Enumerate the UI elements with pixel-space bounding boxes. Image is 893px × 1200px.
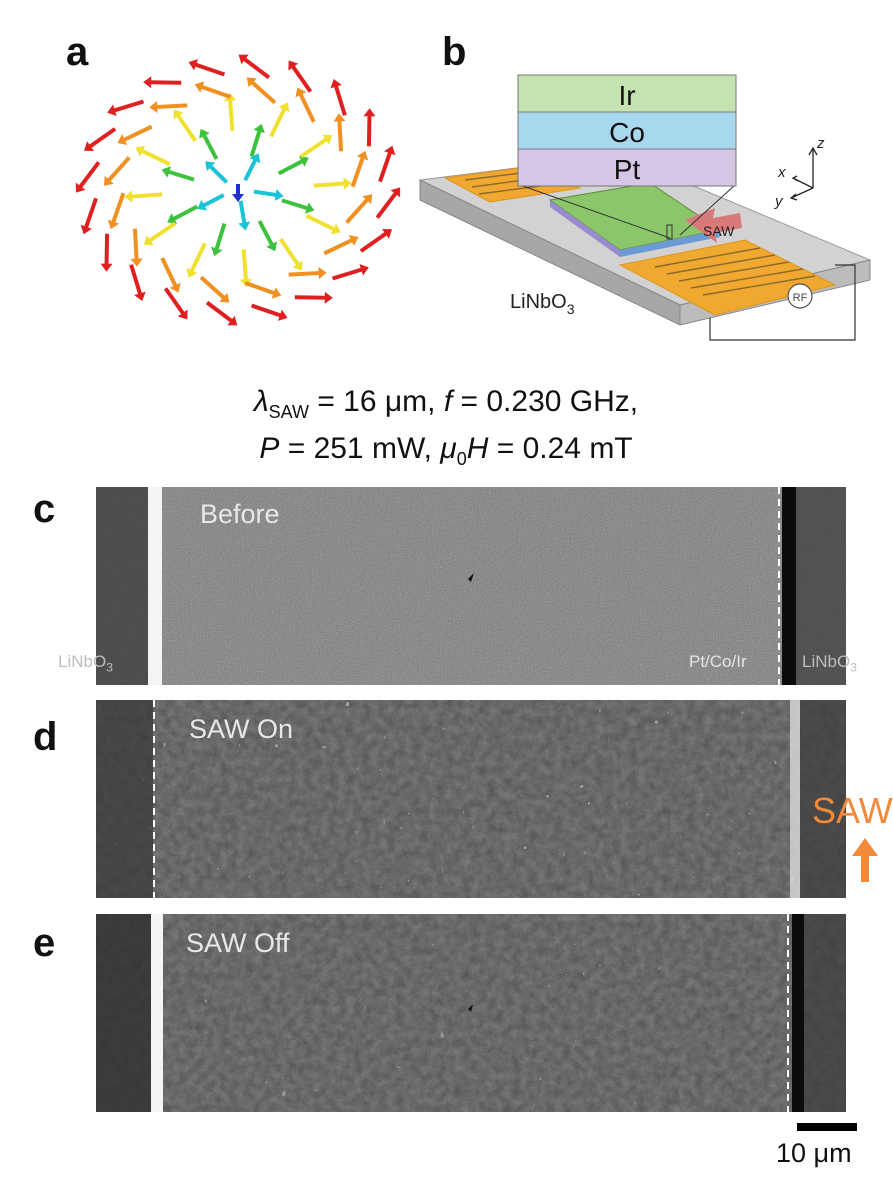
spin-arrow-icon (250, 303, 288, 321)
spin-arrow-icon (186, 242, 207, 278)
spin-arrow-icon (375, 187, 401, 219)
spin-arrow-icon (333, 113, 346, 152)
spin-arrow-icon (194, 81, 232, 99)
panel-letter-c: c (33, 487, 56, 531)
spin-arrow-icon (199, 275, 230, 303)
spin-arrow-icon (205, 161, 229, 184)
spin-arrow-icon (224, 92, 237, 131)
spin-arrow-icon (143, 221, 177, 246)
saw-direction-arrow-icon (852, 838, 878, 882)
spin-arrow-icon (143, 76, 182, 89)
substrate-label: LiNbO3 (510, 291, 575, 317)
axis-x-label: x (777, 164, 786, 181)
spin-arrow-icon (199, 128, 219, 160)
spin-arrow-icon (135, 145, 171, 166)
spin-arrow-icon (167, 204, 199, 224)
spin-arrow-icon (205, 300, 238, 326)
axis-y-label: y (774, 193, 784, 210)
micrograph-saw-off: SAW Off (96, 914, 846, 1112)
spin-arrow-icon (239, 249, 252, 288)
micrograph-before-image (96, 487, 846, 685)
layer-co-label: Co (609, 117, 645, 148)
spin-arrow-icon (269, 102, 290, 138)
spin-arrow-icon (279, 238, 303, 271)
spin-arrow-icon (163, 287, 188, 320)
spin-arrow-icon (117, 124, 153, 145)
spin-arrow-icon (323, 235, 359, 256)
micrograph-before: Before LiNbO3 Pt/Co/Ir LiNbO3 (58, 487, 857, 685)
micrograph-saw-on-image (96, 700, 846, 898)
spin-arrow-icon (75, 161, 101, 193)
label-film: Pt/Co/Ir (689, 652, 747, 671)
saw-device-label: SAW (703, 223, 735, 239)
spin-arrow-icon (244, 281, 282, 299)
spin-arrow-icon (197, 193, 225, 211)
spin-arrow-icon (130, 228, 143, 267)
conditions-line-2: P = 251 mW, μ0H = 0.24 mT (259, 432, 633, 469)
spin-arrow-icon (161, 166, 195, 182)
layer-pt-label: Pt (614, 154, 641, 185)
spin-arrow-icon (257, 220, 277, 252)
spin-arrow-icon (238, 54, 271, 80)
spin-arrow-icon (313, 177, 352, 190)
micrograph-saw-off-image (96, 914, 846, 1112)
spin-arrow-icon (211, 223, 227, 257)
micrograph-saw-on: SAW On (96, 700, 846, 898)
spin-arrow-icon (305, 214, 341, 235)
spin-arrow-icon (100, 233, 113, 272)
spin-arrow-icon (238, 200, 251, 231)
label-saw-on: SAW On (189, 714, 294, 744)
spin-arrow-icon (345, 194, 373, 224)
spin-arrow-icon (281, 198, 315, 214)
axis-z-label: z (816, 135, 825, 152)
rf-label: RF (793, 292, 808, 304)
spin-arrow-icon (253, 188, 284, 201)
spin-arrow-icon (80, 197, 98, 235)
spin-arrow-icon (363, 108, 376, 147)
spin-arrow-icon (249, 123, 265, 157)
scale-bar-label: 10 μm (776, 1138, 852, 1168)
spin-arrow-icon (232, 184, 244, 202)
spin-arrow-icon (107, 99, 145, 117)
spin-arrow-icon (246, 77, 277, 105)
spin-arrow-icon (243, 153, 261, 182)
spin-arrow-icon (188, 59, 226, 77)
label-before: Before (200, 499, 280, 529)
spin-arrow-icon (350, 150, 369, 188)
spin-arrow-icon (295, 87, 316, 123)
device-schematic-figure: RF SAW Ir Co Pt LiNbO3 z x y (418, 74, 872, 341)
spin-arrow-icon (149, 100, 188, 113)
conditions-line-1: λSAW = 16 μm, f = 0.230 GHz, (253, 385, 639, 422)
spin-arrow-icon (330, 78, 347, 116)
spin-arrow-icon (160, 257, 181, 293)
spin-arrow-icon (277, 156, 309, 176)
spin-arrow-icon (173, 109, 197, 142)
spin-arrow-icon (378, 145, 396, 183)
label-right-substrate: LiNbO3 (802, 652, 857, 675)
saw-direction-label: SAW (812, 790, 893, 831)
panel-letter-e: e (33, 921, 56, 965)
panel-letter-b: b (442, 30, 467, 74)
spin-arrow-icon (288, 60, 313, 93)
spin-arrow-icon (288, 267, 327, 280)
spin-arrow-icon (359, 228, 393, 253)
spin-arrow-icon (129, 264, 146, 302)
panel-letter-a: a (66, 30, 89, 74)
axes-triad (789, 146, 818, 201)
label-saw-off: SAW Off (186, 928, 290, 958)
label-left-substrate: LiNbO3 (58, 652, 113, 675)
spin-arrow-icon (107, 192, 126, 230)
spin-arrow-icon (124, 190, 163, 203)
scale-bar (797, 1123, 857, 1131)
spin-arrow-icon (294, 291, 333, 304)
panel-letter-d: d (33, 715, 58, 759)
spin-arrow-icon (331, 263, 369, 281)
spin-arrow-icon (299, 134, 333, 159)
spin-arrow-icon (103, 156, 131, 186)
spin-arrow-icon (83, 127, 117, 152)
layer-ir-label: Ir (618, 80, 635, 111)
skyrmion-spin-texture-figure (75, 54, 401, 326)
